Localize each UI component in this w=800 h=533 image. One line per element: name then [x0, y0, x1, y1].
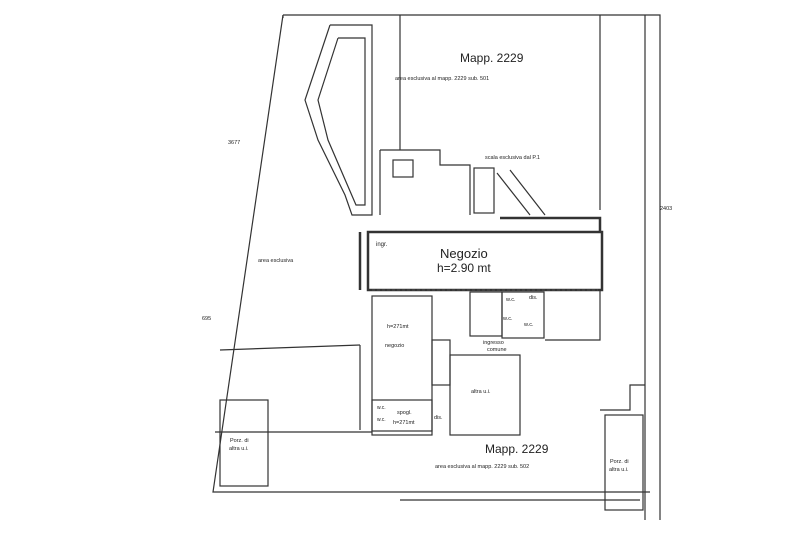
label-dim-695: 695: [202, 316, 211, 322]
label-h271-top: h=271mt: [387, 324, 409, 330]
label-mapp-top: Mapp. 2229: [460, 51, 524, 65]
label-wc2: w.c.: [502, 316, 513, 322]
label-dis2: dis.: [434, 415, 443, 421]
label-porz-left-1: Porz. di: [230, 438, 249, 444]
label-h271-bottom: h=271mt: [393, 420, 415, 426]
label-wc3: w.c.: [523, 322, 534, 328]
label-wc4: w.c.: [377, 405, 386, 411]
label-porz-right-2: altra u.i.: [609, 467, 629, 473]
label-area-esclusiva: area esclusiva: [258, 258, 294, 264]
label-negozio-small: negozio: [385, 343, 404, 349]
label-area-top: area esclusiva al mapp. 2229 sub. 501: [395, 76, 489, 82]
plan-walls: [212, 14, 661, 520]
label-wc1: w.c.: [505, 297, 516, 303]
label-spogl: spogl.: [397, 410, 412, 416]
label-dim-2403: 2403: [660, 206, 672, 212]
label-comune: comune: [487, 347, 507, 353]
label-ingr: ingr.: [376, 242, 388, 248]
label-porz-left-2: altra u.i.: [229, 446, 249, 452]
label-altra-ui: altra u.i.: [471, 389, 491, 395]
label-scala: scala esclusiva dal P.1: [485, 155, 540, 161]
label-dis1: dis.: [529, 295, 538, 301]
label-area-bottom: area esclusiva al mapp. 2229 sub. 502: [435, 464, 529, 470]
label-negozio: Negozio: [440, 246, 488, 261]
label-dim-3677: 3677: [228, 140, 240, 146]
label-negozio-height: h=2.90 mt: [437, 261, 491, 275]
label-wc5: w.c.: [377, 417, 386, 423]
label-mapp-bottom: Mapp. 2229: [485, 442, 549, 456]
label-ingresso: ingresso: [483, 340, 504, 346]
plan-labels: Mapp. 2229 area esclusiva al mapp. 2229 …: [202, 51, 672, 473]
label-porz-right-1: Porz. di: [610, 459, 629, 465]
